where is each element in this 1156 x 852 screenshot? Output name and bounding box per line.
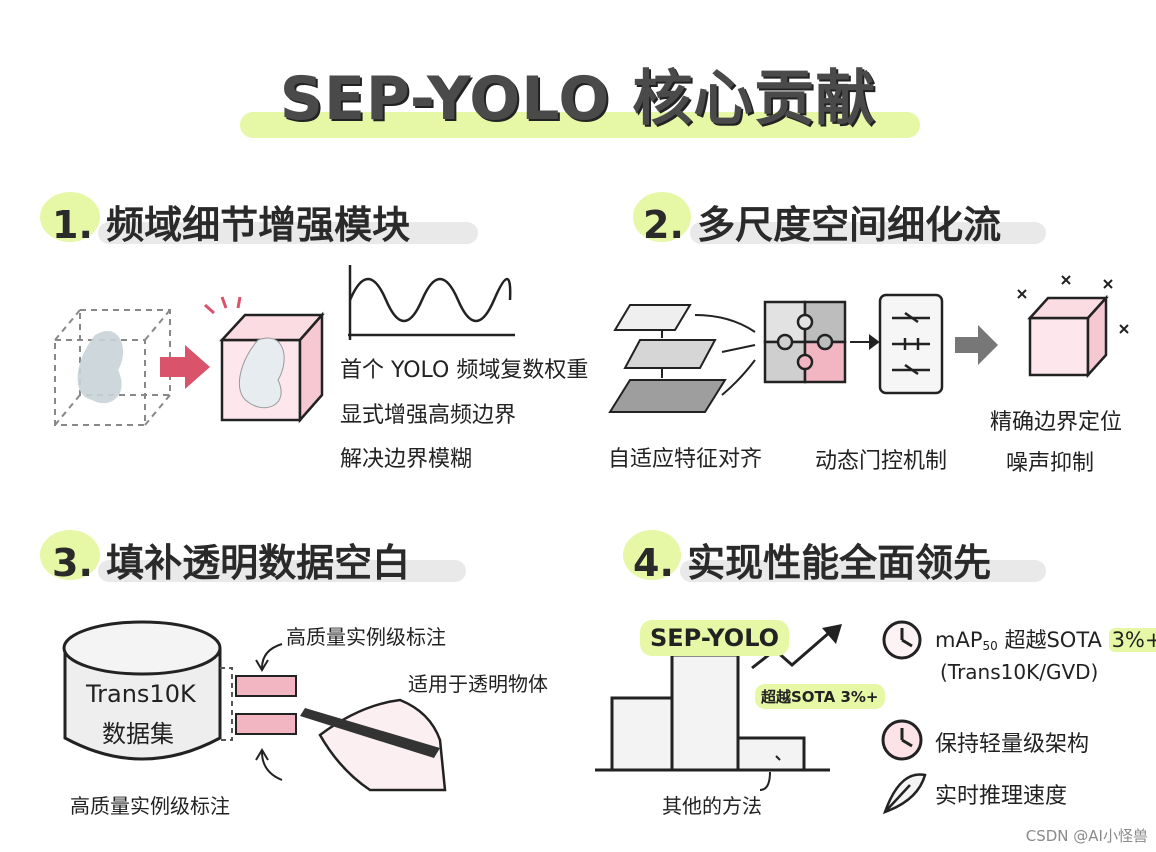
title-highlight [240, 112, 920, 138]
point-realtime: 实时推理速度 [935, 784, 1068, 809]
annotation-box-top [235, 675, 297, 697]
pen-icon [300, 708, 440, 758]
database-icon [62, 620, 222, 761]
s2-label-noise: 噪声抑制 [1006, 451, 1095, 476]
annotation-box-bottom [235, 713, 297, 735]
bar-chart-icon [595, 653, 830, 772]
section1-number-highlight [40, 192, 100, 242]
use-label: 适用于透明物体 [408, 672, 548, 696]
section3-number-highlight [40, 530, 100, 580]
clock-icon [881, 719, 923, 761]
blob-icon [77, 330, 124, 404]
metric-prefix: mAP [935, 628, 983, 652]
annot-bottom-label: 高质量实例级标注 [70, 794, 230, 818]
metric-sub: 50 [982, 639, 998, 653]
feature-plates-icon [608, 304, 727, 413]
section3-underline [98, 560, 466, 582]
metric-datasets: (Trans10K/GVD) [940, 660, 1099, 684]
point-lightweight: 保持轻量级架构 [935, 732, 1090, 757]
watermark: CSDN @AI小怪兽 [1025, 827, 1148, 845]
annot-top-label: 高质量实例级标注 [286, 625, 446, 649]
cube-icon [1027, 294, 1109, 379]
dataset-caption: 数据集 [102, 720, 174, 748]
section2-number-highlight [633, 192, 691, 242]
gate-switch-icon [878, 293, 944, 395]
s2-label-gate: 动态门控机制 [815, 449, 948, 474]
section2-underline [690, 222, 1046, 244]
section1-underline [98, 222, 478, 244]
arrow-right-icon [160, 345, 210, 389]
baseline-label: 其他的方法 [662, 794, 762, 818]
section4-heading: 4. 实现性能全面领先 [633, 541, 992, 585]
s2-label-align: 自适应特征对齐 [608, 447, 763, 472]
stopwatch-icon [882, 620, 922, 660]
page-title: SEP-YOLO 核心贡献 [279, 64, 877, 134]
dataset-name: Trans10K [86, 680, 196, 708]
trend-arrow-icon [751, 630, 831, 670]
arrow-right-icon [955, 325, 998, 365]
metric-value: 3%+ [1108, 628, 1156, 652]
feather-icon [882, 773, 927, 815]
puzzle-icon [763, 300, 847, 384]
metric-line: mAP50 超越SOTA 3%+ [935, 624, 1156, 654]
s1-bullet-1: 首个 YOLO 频域复数权重 [340, 358, 589, 383]
s1-bullet-2: 显式增强高频边界 [340, 403, 517, 428]
section3-heading: 3. 填补透明数据空白 [52, 541, 411, 585]
section4-underline [680, 560, 1046, 582]
s1-bullet-3: 解决边界模糊 [340, 447, 473, 472]
section1-heading: 1. 频域细节增强模块 [52, 203, 411, 247]
section2-heading: 2. 多尺度空间细化流 [643, 203, 1002, 247]
sota-badge: 超越SOTA 3%+ [755, 684, 885, 709]
s2-label-boundary: 精确边界定位 [990, 410, 1123, 435]
sine-wave-icon [348, 265, 515, 340]
section4-number-highlight [623, 530, 681, 580]
metric-rest: 超越SOTA [997, 628, 1109, 652]
model-label: SEP-YOLO [640, 620, 790, 656]
